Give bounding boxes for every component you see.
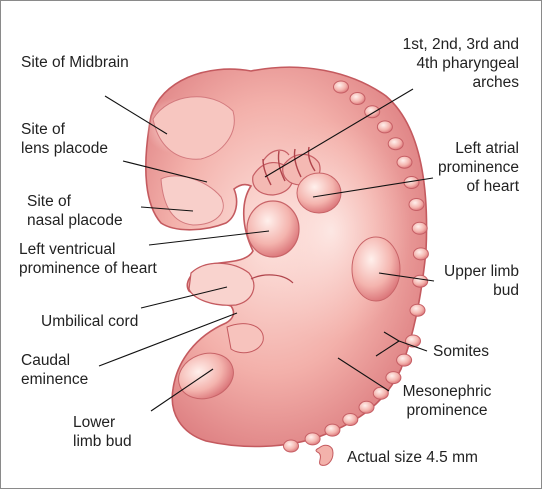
label-ventricle-line2: prominence of heart — [19, 259, 157, 278]
somite-bead — [343, 414, 358, 426]
label-nasal-line1: Site of — [27, 192, 71, 211]
label-meso-line2: prominence — [387, 401, 507, 420]
label-lowerlimb-line2: limb bud — [73, 432, 132, 451]
label-arches-line1: 1st, 2nd, 3rd and — [403, 35, 519, 54]
label-midbrain: Site of Midbrain — [21, 53, 129, 72]
somite-bead — [325, 424, 340, 436]
label-atrial-line3: of heart — [466, 177, 519, 196]
label-umbilical: Umbilical cord — [41, 312, 138, 331]
label-lowerlimb-line1: Lower — [73, 413, 115, 432]
somite-bead — [350, 93, 365, 105]
somite-bead — [413, 248, 428, 260]
somite-bead — [406, 335, 421, 347]
somite-bead — [413, 275, 428, 287]
label-arches-line3: arches — [472, 73, 519, 92]
label-somites: Somites — [433, 342, 489, 361]
somite-bead — [359, 401, 374, 413]
label-upperlimb-line2: bud — [493, 281, 519, 300]
somite-bead — [397, 354, 412, 366]
somite-bead — [410, 304, 425, 316]
label-nasal-line2: nasal placode — [27, 211, 123, 230]
somite-bead — [409, 199, 424, 211]
label-upperlimb-line1: Upper limb — [444, 262, 519, 281]
label-atrial-line1: Left atrial — [455, 139, 519, 158]
label-caudal-line1: Caudal — [21, 351, 70, 370]
label-actual-size: Actual size 4.5 mm — [347, 448, 478, 467]
somite-bead — [284, 440, 299, 452]
somite-bead — [377, 121, 392, 133]
somite-bead — [412, 222, 427, 234]
label-meso-line1: Mesonephric — [387, 382, 507, 401]
label-lens-line2: lens placode — [21, 139, 108, 158]
label-atrial-line2: prominence — [438, 158, 519, 177]
somite-bead — [397, 156, 412, 168]
somite-bead — [334, 81, 349, 93]
label-arches-line2: 4th pharyngeal — [416, 54, 519, 73]
somite-bead — [305, 433, 320, 445]
actual-size-icon — [316, 445, 333, 465]
label-caudal-line2: eminence — [21, 370, 88, 389]
somite-bead — [388, 138, 403, 150]
label-ventricle-line1: Left ventricual — [19, 240, 116, 259]
label-lens-line1: Site of — [21, 120, 65, 139]
